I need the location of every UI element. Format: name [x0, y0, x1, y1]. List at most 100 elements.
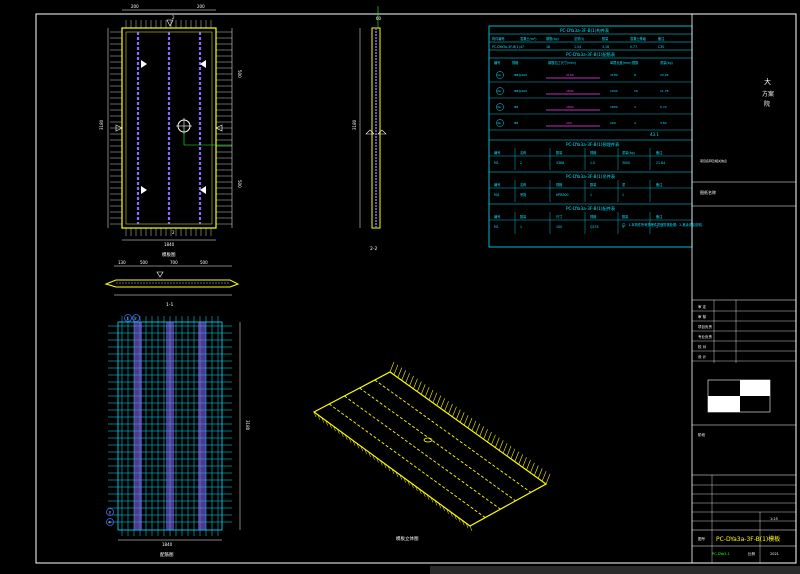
iso-tick — [465, 523, 469, 529]
table-cell: Φ8@200 — [514, 73, 527, 77]
section-caption: 1-1 — [166, 302, 173, 308]
dim-text: 500 — [140, 260, 148, 265]
table-cell: MJ1 — [494, 193, 500, 197]
table-header-cell: 数量 — [520, 214, 527, 219]
iso-tick — [467, 417, 473, 429]
iso-tick — [430, 497, 434, 503]
drawing-frame — [35, 13, 797, 564]
rebar-tag-icon — [106, 508, 114, 516]
table-cell: 16 — [634, 89, 638, 93]
title-row-label: 设 计 — [698, 354, 707, 359]
plan-ticks-top — [125, 20, 212, 236]
iso-tick — [432, 392, 438, 403]
table-cell: 1a — [497, 73, 501, 77]
iso-caption: 模板立体图 — [396, 535, 419, 542]
table-cell: 20.26 — [660, 73, 669, 77]
table-cell: 1 — [590, 193, 592, 197]
dim-text: 200 — [197, 4, 205, 9]
table-header-cell: 重量(kg) — [622, 150, 635, 155]
rebar-tag-icon — [496, 71, 504, 79]
table-cell: 8 — [634, 73, 636, 77]
iso-tick — [317, 414, 321, 420]
iso-tick — [522, 457, 527, 468]
table-header-cell: 规格 — [590, 214, 597, 219]
table-cell: 3180 — [610, 73, 618, 77]
iso-tick — [526, 459, 531, 471]
table-cell: 200 — [610, 121, 616, 125]
rebar-band — [134, 322, 142, 530]
iso-tick — [401, 370, 406, 381]
table-header-cell: 数量 — [556, 150, 563, 155]
section-mark: 2 — [172, 15, 175, 20]
table-cell: 3.64 — [660, 121, 667, 125]
table-cell: 100 — [556, 225, 562, 229]
company-char: 院 — [764, 100, 770, 108]
iso-tick — [448, 403, 453, 415]
table-cell: 4a — [497, 121, 501, 125]
iso-tick — [422, 491, 426, 497]
iso-tick — [436, 395, 442, 406]
iso-tick — [514, 451, 520, 462]
table-cell: 1.54 — [574, 45, 581, 49]
rebar-tag-icon — [496, 119, 504, 127]
iso-tick — [428, 389, 434, 401]
rebar-tag-icon — [132, 314, 140, 322]
iso-tick — [446, 508, 449, 514]
iso-tick — [391, 468, 395, 475]
taskbar[interactable] — [430, 566, 800, 574]
section-caption: 2-2 — [370, 246, 377, 252]
lifting-point-icon — [200, 186, 206, 194]
table-cell: 吊钩 — [520, 192, 526, 197]
section-arrow-icon — [215, 124, 223, 132]
iso-rebar — [374, 379, 532, 493]
iso-tick — [442, 505, 445, 512]
design-label: 图纸名称 — [700, 189, 716, 195]
rebar-tag-icon — [496, 103, 504, 111]
iso-tick — [387, 466, 391, 472]
table-header-cell: 重 — [622, 182, 626, 187]
iso-rebar — [359, 387, 516, 502]
plan-ticks-right — [216, 31, 232, 225]
table-header-cell: 钢筋(kg) — [546, 36, 559, 41]
rebar-shape-dim: 200 — [566, 121, 572, 125]
stage-label: 阶段 — [698, 432, 706, 437]
iso-outline — [312, 371, 548, 527]
iso-tick — [475, 423, 481, 434]
iso-tick — [407, 480, 410, 486]
table-cell: Q235 — [590, 225, 599, 229]
section-arrow-icon — [377, 129, 387, 135]
plan-ticks-left — [110, 31, 122, 225]
iso-tick — [461, 520, 465, 526]
table-header-cell: 规格 — [556, 182, 563, 187]
iso-tick — [356, 443, 360, 449]
rebar-tag-icon — [106, 518, 114, 526]
iso-tick — [454, 514, 457, 520]
rebar-tag-icon — [124, 314, 132, 322]
drawing-code: PC-DYa3a-3F-B(1)模板 — [716, 535, 780, 543]
iso-tick — [380, 460, 383, 466]
iso-tick — [399, 474, 403, 480]
section-arrow-icon — [115, 124, 123, 132]
iso-tick — [376, 457, 379, 463]
date-text: 2021 — [770, 552, 779, 556]
rebar-tag: 1 — [127, 317, 129, 321]
table-header-cell: 混凝土(m³) — [520, 36, 536, 41]
iso-tick — [417, 381, 422, 392]
iso-tick — [372, 454, 375, 460]
iso-tick — [426, 494, 430, 500]
scale-label: 比例 — [748, 551, 756, 556]
table-header-cell: 备注 — [656, 182, 663, 187]
rebar-shape-dim: 1840 — [566, 89, 574, 93]
iso-tick — [530, 462, 535, 473]
project-note: 项目名称及相关信息 — [700, 158, 727, 163]
iso-tick — [434, 500, 438, 506]
table-header-cell: 数量 — [622, 214, 629, 219]
table-header-cell: 备注 — [658, 36, 665, 41]
table-cell: Φ6 — [514, 105, 518, 109]
iso-tick — [491, 434, 496, 445]
iso-tick — [383, 463, 387, 469]
